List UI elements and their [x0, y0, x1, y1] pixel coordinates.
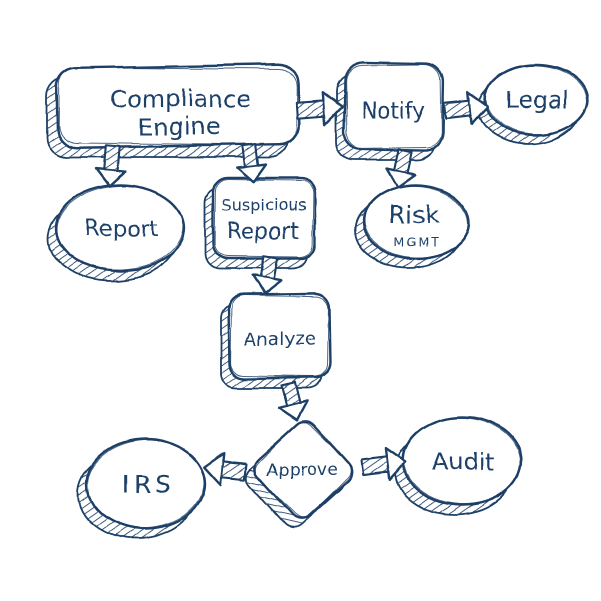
node-analyze-sketch	[230, 294, 329, 378]
arrow-shaft-shading	[393, 148, 413, 174]
node-suspicious-report: Suspicious Report	[204, 176, 317, 269]
node-risk-mgmt: Risk MGMT	[354, 183, 471, 269]
arrow-approve-to-audit	[360, 446, 407, 481]
node-irs-face	[85, 437, 207, 531]
node-notify-sketch	[345, 64, 442, 149]
node-risk-mgmt-label-line2: MGMT	[394, 236, 439, 250]
arrow-shaft-shading	[241, 143, 259, 168]
node-suspicious-report-label-line2: Report	[227, 219, 300, 244]
node-legal-sketch	[485, 65, 587, 135]
node-irs: IRS	[77, 437, 207, 540]
node-approve-label: Approve	[267, 460, 338, 480]
node-compliance-engine-label-line1: Compliance	[110, 85, 251, 113]
node-audit-label: Audit	[432, 448, 495, 476]
node-analyze: Analyze	[220, 292, 332, 389]
node-notify: Notify	[335, 61, 445, 161]
node-analyze-face	[227, 292, 332, 380]
node-compliance-engine-label-line2: Engine	[138, 113, 220, 141]
arrow-shaft-shading	[361, 455, 390, 476]
node-legal: Legal	[477, 63, 589, 145]
node-irs-label: IRS	[122, 470, 175, 499]
arrow-shaft-shading	[443, 100, 472, 120]
arrow-compliance_engine-to-notify	[295, 90, 344, 126]
node-compliance-engine: Compliance Engine	[46, 63, 301, 158]
arrow-shaft-shading	[260, 254, 279, 280]
arrow-approve-to-irs	[202, 451, 248, 486]
node-legal-face	[483, 63, 589, 137]
node-legal-label: Legal	[506, 89, 568, 115]
node-approve-face	[253, 420, 353, 520]
arrow-compliance_engine-to-report	[95, 144, 127, 188]
edge-arrows	[95, 90, 489, 486]
node-audit-sketch	[403, 417, 521, 505]
node-audit: Audit	[394, 415, 523, 516]
node-notify-face	[342, 61, 445, 152]
node-report: Report	[47, 183, 186, 282]
arrow-notify-to-risk_mgmt	[385, 148, 416, 189]
node-report-label: Report	[85, 217, 158, 242]
node-analyze-label: Analyze	[245, 329, 316, 350]
node-risk-mgmt-sketch	[363, 185, 469, 259]
node-report-sketch	[56, 185, 184, 271]
node-risk-mgmt-face	[361, 183, 471, 261]
arrow-shaft-shading	[280, 381, 301, 407]
node-approve: Approve	[245, 420, 353, 529]
arrow-compliance_engine-to-suspicious_report	[235, 142, 268, 183]
arrow-suspicious_report-to-analyze	[251, 254, 283, 295]
node-report-face	[54, 183, 186, 273]
node-suspicious-report-face	[211, 176, 317, 260]
arrow-analyze-to-approve	[277, 381, 309, 422]
arrow-shaft-shading	[103, 144, 121, 172]
arrow-shaft-shading	[220, 460, 247, 480]
node-risk-mgmt-label-line1: Risk	[388, 200, 440, 229]
node-approve-sketch	[254, 421, 352, 519]
node-irs-sketch	[87, 439, 205, 529]
node-suspicious-report-label-line1: Suspicious	[222, 196, 307, 215]
node-notify-label: Notify	[360, 99, 425, 124]
arrow-shaft-shading	[295, 99, 326, 119]
arrow-notify-to-legal	[443, 91, 489, 126]
